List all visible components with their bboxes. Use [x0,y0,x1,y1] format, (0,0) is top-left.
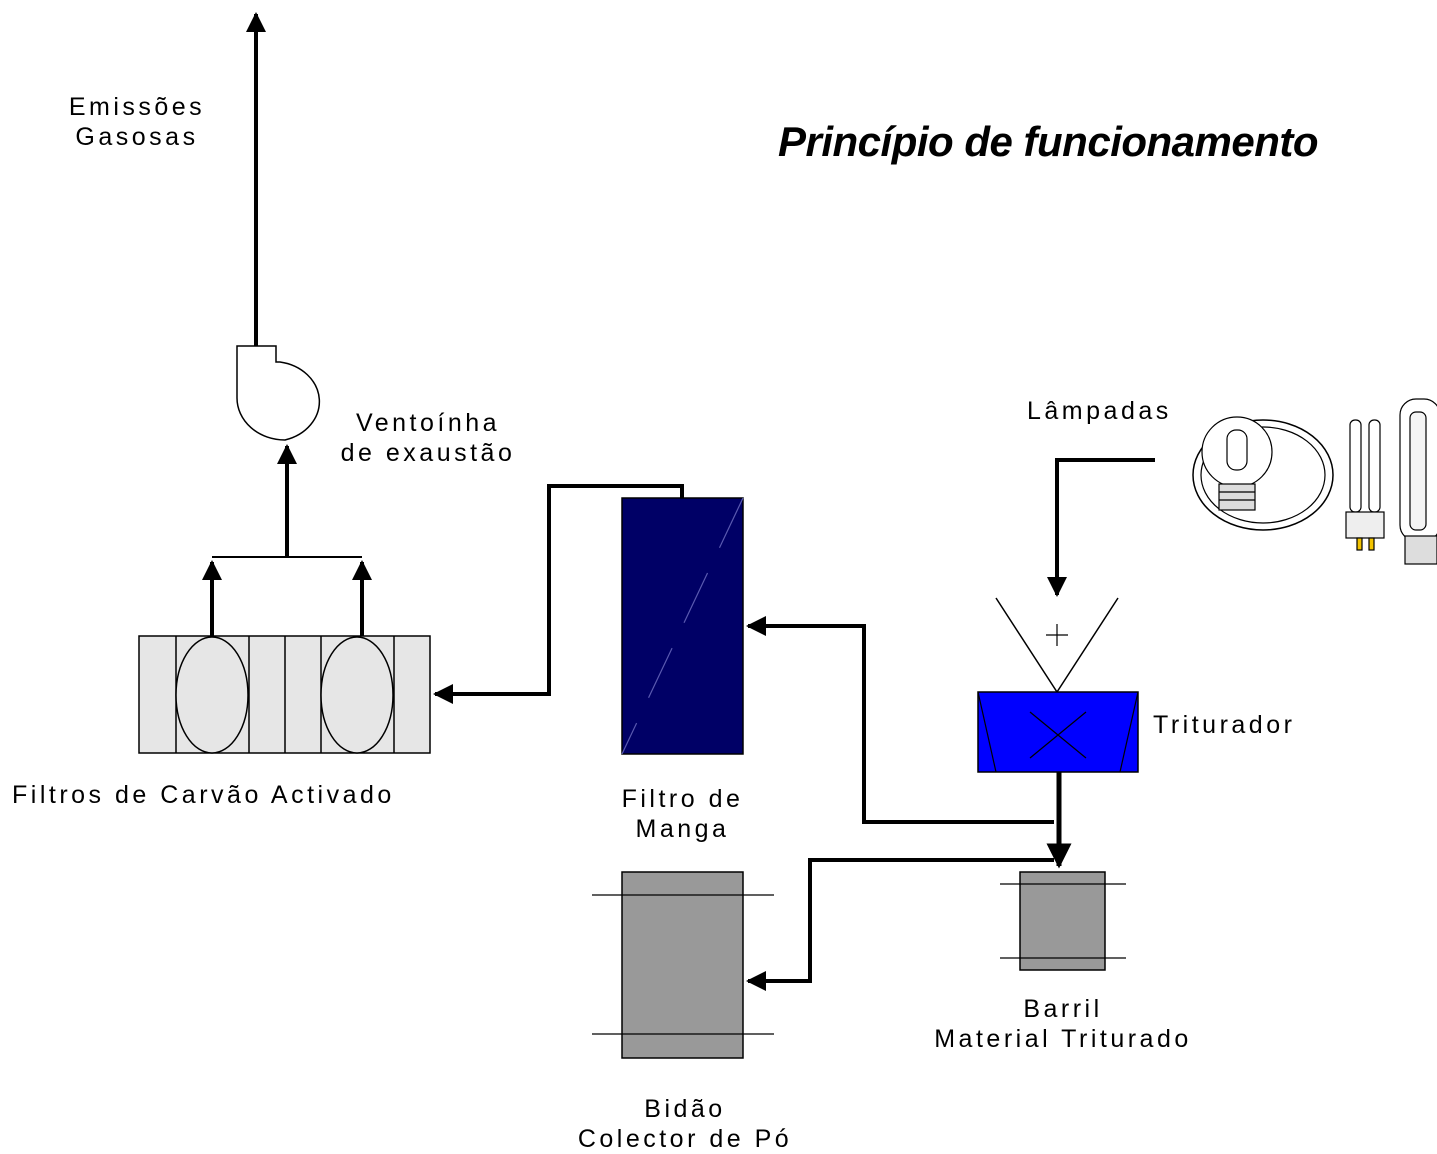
carbon-filters-unit [138,635,431,754]
bag-filter-unit [621,497,744,755]
diagram-title: Princípio de funcionamento [778,118,1319,165]
barrel-label: Barril Material Triturado [934,995,1192,1053]
carbon-filter-cartridge-left [175,636,249,754]
tall-lamp-icon [1399,398,1437,565]
dust-drum-unit [592,871,774,1059]
bag-filter-label: Filtro de Manga [621,785,744,843]
crusher-hopper [995,597,1119,694]
crusher-label: Triturador [1153,711,1296,739]
lamps-inlet-arrow [1047,458,1155,597]
exhaust-fan-shape [236,345,321,441]
lamps-illustration [1192,398,1437,565]
barrel-to-bag-filter-arrow [746,616,1054,824]
lamps-label: Lâmpadas [1027,397,1172,425]
dust-drum-label: Bidão Colector de Pó [577,1095,793,1153]
to-dust-drum-arrow [746,858,1054,991]
circular-lamp-icon [1192,419,1334,531]
exhaust-fan-label: Ventoínha de exaustão [340,409,516,467]
crusher-unit [977,691,1139,773]
carbon-filters-label: Filtros de Carvão Activado [12,781,395,809]
carbon-filter-cartridge-right [320,636,394,754]
bag-filter-to-carbon-arrow [433,484,684,704]
emissions-label: Emissões Gasosas [68,93,206,151]
compact-lamp-icon [1345,419,1385,551]
barrel-unit [1000,871,1126,971]
